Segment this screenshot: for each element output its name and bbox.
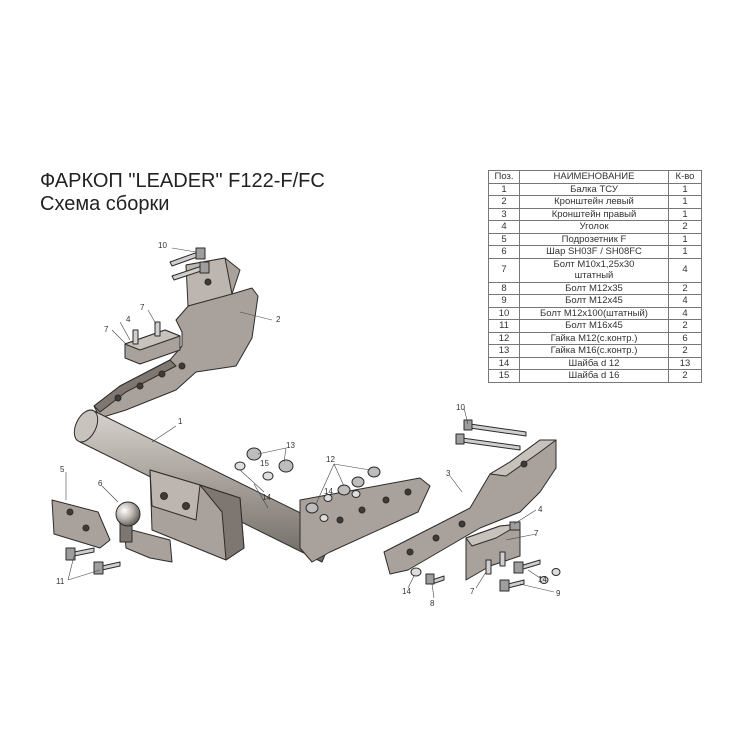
callouts: 10 2 7 4 7 1 5 6 11 13 15 14 12 14 10 3 … [56,241,561,608]
tow-ball [115,501,173,563]
callout-3: 3 [446,469,451,478]
socket-bracket [51,499,111,549]
callout-12: 12 [326,455,335,464]
callout-14: 14 [402,587,411,596]
callout-8: 8 [430,599,435,608]
bolts-10-left [169,247,210,281]
bolts-9 [499,559,561,592]
callout-6: 6 [98,479,103,488]
bolt-8 [410,567,445,585]
callout-11: 11 [56,577,65,586]
corner-right [465,521,521,581]
cell-qty: 4 [668,257,702,283]
nuts-12 [305,466,381,522]
corner-left [124,321,181,365]
callout-7: 7 [140,303,145,312]
bolt-hole [114,394,122,402]
bolt-hole [136,382,144,390]
bracket-right [383,439,557,575]
cell-name: Болт М10х1,25х30 штатный [519,257,669,283]
table-header-row: Поз. НАИМЕНОВАНИЕ К-во [488,170,702,184]
callout-7: 7 [534,529,539,538]
cell-pos: 7 [488,257,520,283]
hitch-plate [149,469,245,561]
callout-9: 9 [556,589,561,598]
bracket-left [93,257,259,419]
leader-lines [65,247,555,599]
callout-10: 10 [158,241,167,250]
bolt-hole [204,278,212,286]
callout-14: 14 [262,493,271,502]
title-line-1: ФАРКОП "LEADER" F122-F/FC [40,170,325,192]
bolt-hole [178,362,186,370]
bolts-10-right [455,419,527,451]
diagram-title: ФАРКОП "LEADER" F122-F/FC Схема сборки [40,170,325,216]
bolts-11 [65,547,121,575]
cell-qty: 1 [668,232,702,246]
callout-4: 4 [538,505,543,514]
callout-10: 10 [456,403,465,412]
callout-7: 7 [104,325,109,334]
main-beam [73,409,336,563]
callout-15: 15 [260,459,269,468]
callout-7: 7 [470,587,475,596]
title-line-2: Схема сборки [40,193,170,215]
callout-4: 4 [126,315,131,324]
nuts-13 [234,447,294,481]
callout-14: 14 [324,487,333,496]
bolt-hole [158,370,166,378]
callout-1: 1 [178,417,183,426]
callout-14: 14 [538,575,547,584]
callout-2: 2 [276,315,281,324]
callout-5: 5 [60,465,65,474]
beam-end-plate [299,477,431,563]
callout-13: 13 [286,441,295,450]
cell-qty: 2 [668,369,702,383]
